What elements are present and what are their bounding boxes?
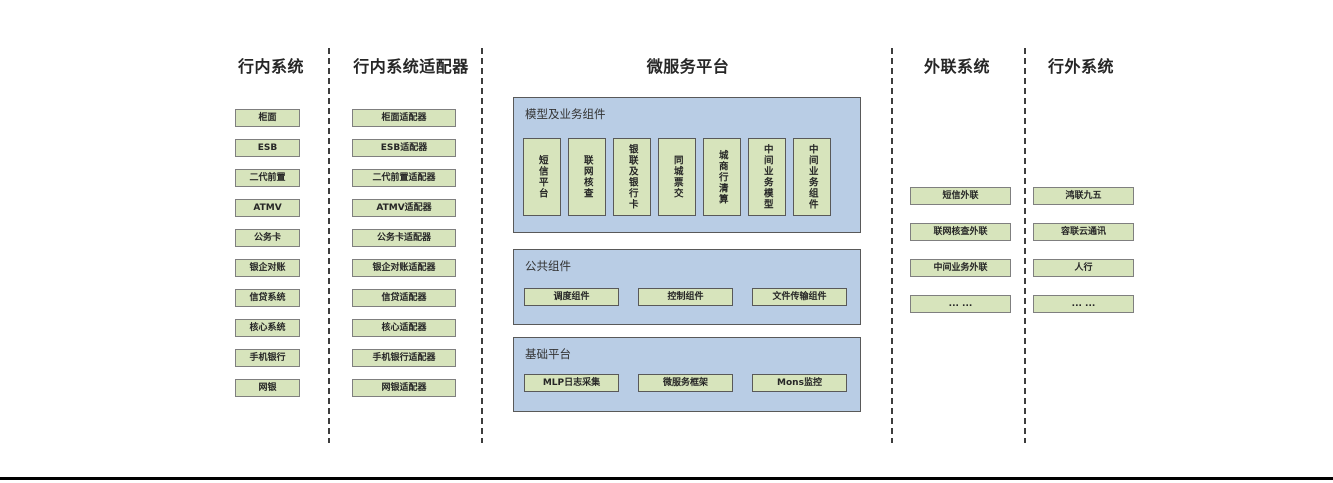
adapter-box: ESB适配器 (352, 139, 456, 157)
component-row: MLP日志采集 微服务框架 Mons监控 (524, 374, 847, 392)
component-box: 微服务框架 (638, 374, 733, 392)
adapter-box: 二代前置适配器 (352, 169, 456, 187)
system-box: 联网核查外联 (910, 223, 1011, 241)
system-box: 手机银行 (235, 349, 300, 367)
adapter-box: 公务卡适配器 (352, 229, 456, 247)
column-title-internal-systems: 行内系统 (237, 57, 304, 76)
panel-label: 公共组件 (525, 259, 571, 273)
system-box: 二代前置 (235, 169, 300, 187)
column-title-external-systems: 行外系统 (1047, 57, 1114, 76)
system-box: ESB (235, 139, 300, 157)
system-box: 核心系统 (235, 319, 300, 337)
bottom-rule (0, 477, 1333, 480)
component-box: 城商行清算 (703, 138, 741, 216)
system-box: 网银 (235, 379, 300, 397)
adapter-box: 网银适配器 (352, 379, 456, 397)
panel-label: 基础平台 (525, 347, 571, 361)
adapter-box: 柜面适配器 (352, 109, 456, 127)
system-box: 柜面 (235, 109, 300, 127)
dashed-separator-line (481, 48, 483, 443)
component-box: 调度组件 (524, 288, 619, 306)
panel-label: 模型及业务组件 (525, 107, 606, 121)
adapter-box: 手机银行适配器 (352, 349, 456, 367)
component-box: 文件传输组件 (752, 288, 847, 306)
system-box: 鸿联九五 (1033, 187, 1134, 205)
panel-model-business-components: 模型及业务组件 短信平台 联网核查 银联及银行卡 同城票交 城商行清算 中间业务… (513, 97, 861, 233)
component-box: 短信平台 (523, 138, 561, 216)
column-title-outreach-systems: 外联系统 (923, 57, 990, 76)
system-box: 中间业务外联 (910, 259, 1011, 277)
system-box: ATMV (235, 199, 300, 217)
component-box: 中间业务组件 (793, 138, 831, 216)
outreach-systems-column: 短信外联 联网核查外联 中间业务外联 ... ... (910, 187, 1011, 313)
internal-systems-column: 柜面 ESB 二代前置 ATMV 公务卡 银企对账 信贷系统 核心系统 手机银行… (235, 109, 300, 397)
dashed-separator-line (328, 48, 330, 443)
adapter-box: 信贷适配器 (352, 289, 456, 307)
system-box: 银企对账 (235, 259, 300, 277)
external-systems-column: 鸿联九五 容联云通讯 人行 ... ... (1033, 187, 1134, 313)
system-box: 信贷系统 (235, 289, 300, 307)
component-box: 同城票交 (658, 138, 696, 216)
system-box: ... ... (910, 295, 1011, 313)
column-title-microservice-platform: 微服务平台 (646, 57, 730, 76)
component-box: MLP日志采集 (524, 374, 619, 392)
panel-base-platform: 基础平台 MLP日志采集 微服务框架 Mons监控 (513, 337, 861, 412)
component-box: 中间业务模型 (748, 138, 786, 216)
system-box: 人行 (1033, 259, 1134, 277)
component-box: 联网核查 (568, 138, 606, 216)
adapter-box: ATMV适配器 (352, 199, 456, 217)
component-box: 银联及银行卡 (613, 138, 651, 216)
system-box: 公务卡 (235, 229, 300, 247)
vertical-component-row: 短信平台 联网核查 银联及银行卡 同城票交 城商行清算 中间业务模型 中间业务组… (523, 138, 831, 216)
column-title-internal-adapters: 行内系统适配器 (353, 57, 469, 76)
adapter-box: 银企对账适配器 (352, 259, 456, 277)
component-box: Mons监控 (752, 374, 847, 392)
component-row: 调度组件 控制组件 文件传输组件 (524, 288, 847, 306)
dashed-separator-line (1024, 48, 1026, 443)
system-box: 容联云通讯 (1033, 223, 1134, 241)
dashed-separator-line (891, 48, 893, 443)
system-box: 短信外联 (910, 187, 1011, 205)
panel-common-components: 公共组件 调度组件 控制组件 文件传输组件 (513, 249, 861, 325)
system-box: ... ... (1033, 295, 1134, 313)
component-box: 控制组件 (638, 288, 733, 306)
adapter-box: 核心适配器 (352, 319, 456, 337)
adapters-column: 柜面适配器 ESB适配器 二代前置适配器 ATMV适配器 公务卡适配器 银企对账… (352, 109, 456, 397)
